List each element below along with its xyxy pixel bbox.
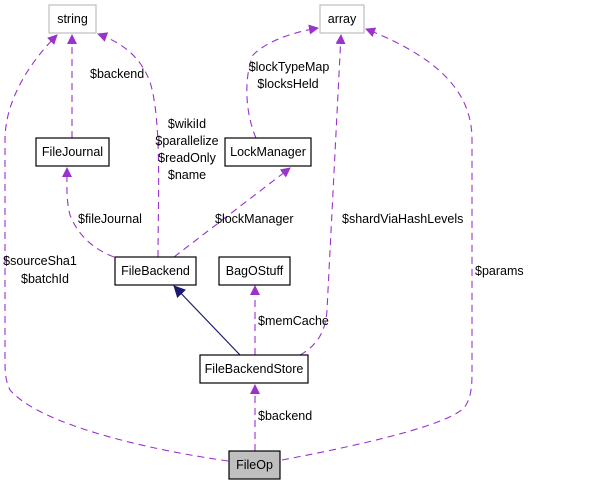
- label-locktypemap: $lockTypeMap: [249, 60, 330, 74]
- node-array[interactable]: array: [319, 4, 365, 34]
- edge-filebackend-lockmanager: [173, 167, 291, 258]
- edge-fileop-string: [4, 34, 229, 462]
- node-string-label: string: [57, 12, 88, 26]
- node-fileop[interactable]: FileOp: [228, 450, 281, 480]
- edge-inherit-filebackendstore-filebackend: [173, 285, 241, 356]
- edge-filebackend-filejournal: [61, 167, 115, 258]
- node-filejournal-label: FileJournal: [42, 145, 103, 159]
- label-memcache: $memCache: [258, 314, 329, 328]
- edge-lockmanager-array: [246, 24, 319, 139]
- node-bagostuff[interactable]: BagOStuff: [218, 256, 291, 286]
- label-name: $name: [168, 168, 206, 182]
- label-journal-backend: $backend: [90, 67, 144, 81]
- label-fileop-backend: $backend: [258, 409, 312, 423]
- node-filebackend[interactable]: FileBackend: [114, 256, 197, 286]
- node-bagostuff-label: BagOStuff: [226, 264, 284, 278]
- label-lock-arrays: $lockTypeMap $locksHeld: [249, 60, 330, 91]
- label-lockmanager: $lockManager: [215, 212, 294, 226]
- label-shard: $shardViaHashLevels: [342, 212, 463, 226]
- node-filebackendstore[interactable]: FileBackendStore: [199, 354, 309, 384]
- label-backend-strings: $wikiId $parallelize $readOnly $name: [155, 117, 218, 182]
- node-filejournal[interactable]: FileJournal: [35, 137, 110, 167]
- edge-filebackend-string: [97, 32, 160, 258]
- node-lockmanager[interactable]: LockManager: [224, 137, 312, 167]
- label-readonly: $readOnly: [158, 151, 216, 165]
- node-filebackendstore-label: FileBackendStore: [205, 362, 304, 376]
- edge-filebackendstore-array: [299, 34, 346, 356]
- node-fileop-label: FileOp: [236, 458, 273, 472]
- label-parallelize: $parallelize: [155, 134, 218, 148]
- label-params: $params: [475, 264, 524, 278]
- edge-fileop-array: [281, 27, 473, 461]
- node-lockmanager-label: LockManager: [230, 145, 306, 159]
- node-string[interactable]: string: [48, 4, 97, 34]
- node-array-label: array: [328, 12, 357, 26]
- label-locksheld: $locksHeld: [257, 77, 318, 91]
- node-filebackend-label: FileBackend: [121, 264, 190, 278]
- label-batchid: $batchId: [21, 272, 69, 286]
- label-wikiid: $wikiId: [168, 117, 206, 131]
- label-sourcesha1: $sourceSha1: [3, 254, 77, 268]
- label-fileop-strings: $sourceSha1 $batchId: [3, 254, 77, 286]
- label-filejournal: $fileJournal: [78, 212, 142, 226]
